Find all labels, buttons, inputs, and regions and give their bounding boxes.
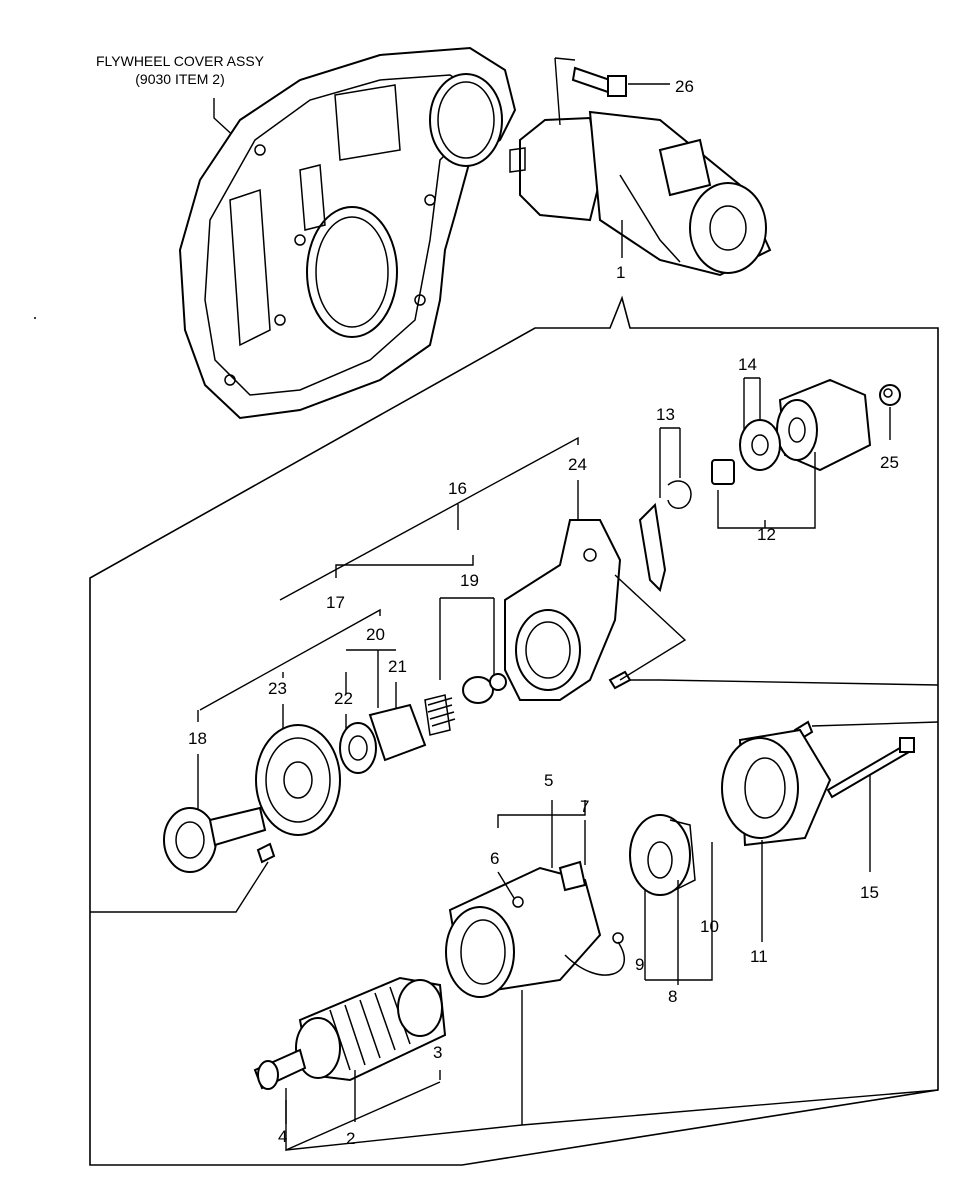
bracket-26: [554, 57, 576, 126]
exploded-view-frame: [89, 295, 939, 1166]
diagram-title-line1: FLYWHEEL COVER ASSY: [96, 53, 265, 69]
callout-18: 18: [188, 729, 207, 748]
diagram-title-line2: (9030 ITEM 2): [135, 71, 224, 87]
callout-21: 21: [388, 657, 407, 676]
title-leader: [213, 98, 239, 141]
leader-6: [497, 871, 515, 899]
callout-16: 16: [448, 479, 467, 498]
callout-12: 12: [757, 525, 776, 544]
callout-20: 20: [366, 625, 385, 644]
callout-23: 23: [268, 679, 287, 698]
callout-7: 7: [580, 797, 589, 816]
nut-25: [879, 384, 901, 406]
drive-lever: [638, 480, 692, 592]
brush-holder: [629, 814, 696, 896]
flywheel-cover-assy: [178, 46, 517, 420]
callout-25: 25: [880, 453, 899, 472]
bracket-5: [497, 800, 586, 868]
callout-6: 6: [490, 849, 499, 868]
leader-13: [659, 427, 681, 498]
bracket-12: [717, 452, 816, 529]
bracket-16: [279, 436, 579, 601]
bracket-17: [335, 555, 474, 578]
end-plate: [255, 724, 341, 836]
bracket-20-top: [199, 608, 381, 711]
callout-22: 22: [334, 689, 353, 708]
callout-19: 19: [460, 571, 479, 590]
bottom-bracket: [285, 1089, 939, 1151]
callout-26: 26: [675, 77, 694, 96]
pinion-screw: [256, 842, 276, 864]
callout-24: 24: [568, 455, 587, 474]
callout-11: 11: [750, 947, 768, 966]
bracket-8: [644, 842, 713, 981]
bolt-26: [571, 66, 627, 97]
callout-4: 4: [278, 1127, 287, 1146]
callout-5: 5: [544, 771, 553, 790]
callout-9: 9: [635, 955, 644, 974]
bracket-pinion-screw: [90, 861, 269, 913]
leader-small-bolt: [811, 721, 939, 727]
callout-10: 10: [700, 917, 719, 936]
armature: [253, 976, 447, 1090]
callout-17: 17: [326, 593, 345, 612]
bracket-19: [439, 597, 495, 680]
callout-15: 15: [860, 883, 879, 902]
callout-14: 14: [738, 355, 757, 374]
bracket-21: [346, 649, 397, 710]
magnetic-switch: [711, 378, 872, 485]
bracket-2: [285, 1081, 441, 1152]
callout-3: 3: [433, 1043, 442, 1062]
callout-13: 13: [656, 405, 675, 424]
rear-cover: [721, 728, 832, 847]
pinion-gear: [163, 806, 267, 873]
stray-mark: [34, 317, 36, 319]
yoke-assembly: [445, 860, 625, 998]
leader-housing-screw: [614, 574, 939, 686]
front-housing: [504, 519, 622, 701]
callout-8: 8: [668, 987, 677, 1006]
through-bolt: [826, 737, 915, 799]
callout-2: 2: [346, 1129, 355, 1148]
callout-1: 1: [616, 263, 625, 282]
clutch-parts: [339, 673, 507, 774]
starter-assembly: [509, 110, 772, 277]
